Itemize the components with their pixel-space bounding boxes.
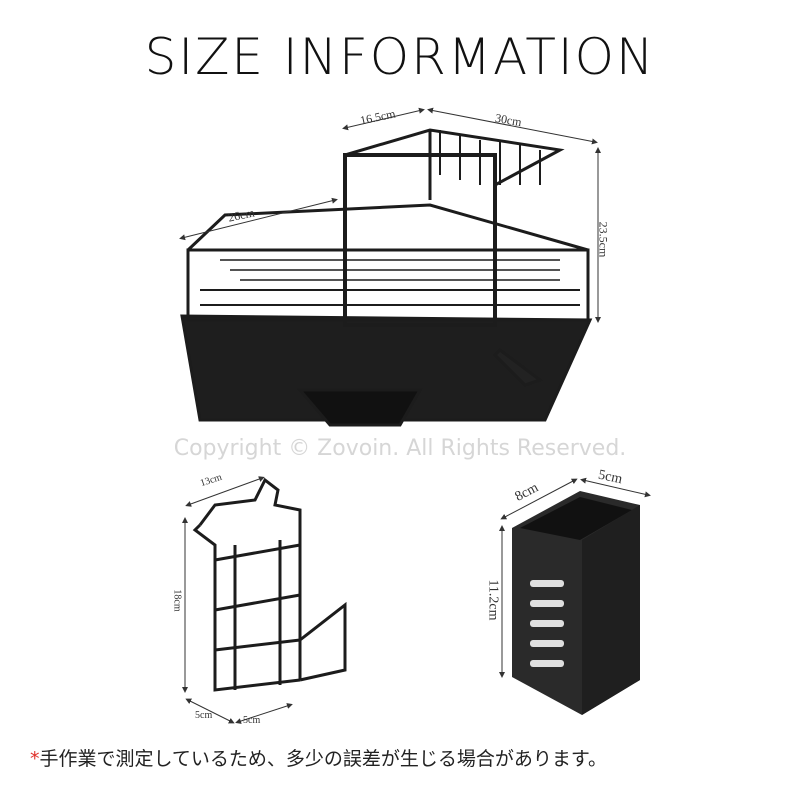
- rack-height-label: 23.5cm: [596, 221, 611, 258]
- cutting-board-holder-drawing: [192, 477, 347, 692]
- measurement-note: *手作業で測定しているため、多少の誤差が生じる場合があります。: [30, 744, 607, 771]
- watermark: Copyright © Zovoin. All Rights Reserved.: [173, 436, 627, 461]
- hanger-base-left-label: 5cm: [195, 710, 213, 721]
- utensil-holder-drawing: [512, 491, 640, 715]
- dimension-lines: [179, 107, 651, 724]
- page-title: SIZE INFORMATION: [144, 28, 656, 86]
- dish-rack-drawing: [180, 128, 593, 427]
- hanger-base-right-label: 5cm: [243, 715, 261, 726]
- cup-height-label: 11.2cm: [485, 579, 501, 621]
- hanger-height-label: 18cm: [171, 589, 183, 612]
- note-asterisk: *: [30, 748, 40, 770]
- note-text: 手作業で測定しているため、多少の誤差が生じる場合があります。: [39, 748, 608, 770]
